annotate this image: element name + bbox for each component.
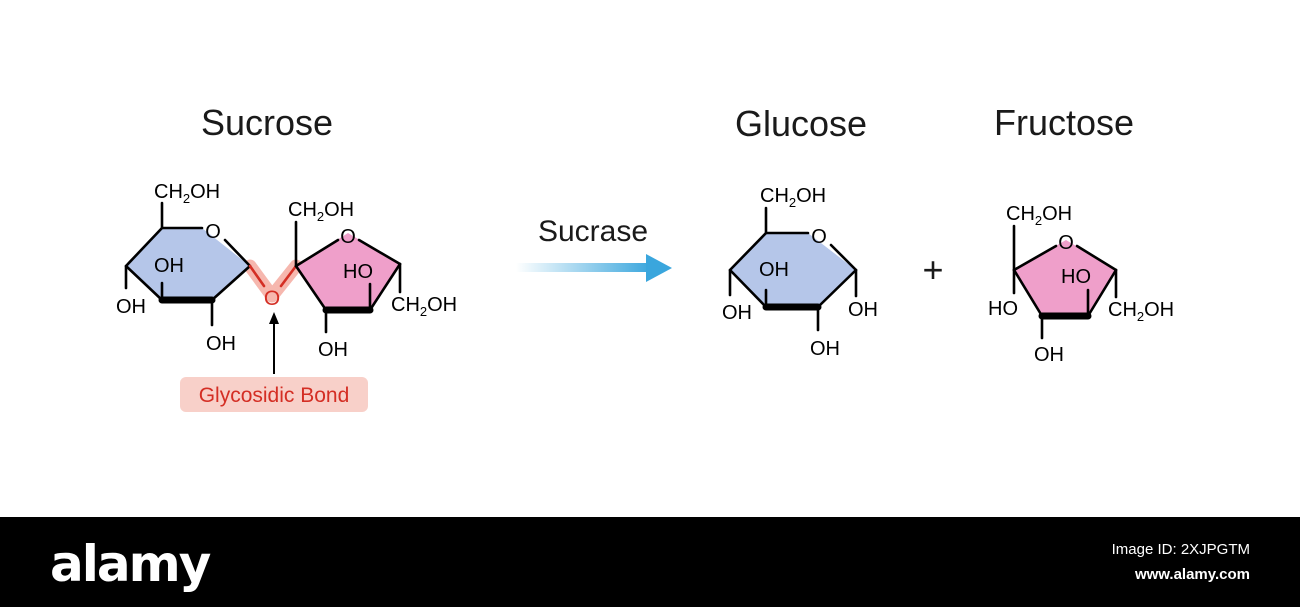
fructose-ho-left: HO [988, 298, 1018, 320]
enzyme-label: Sucrase [538, 215, 648, 248]
glucose-oh-c4: OH [722, 302, 752, 324]
reaction-arrow: Sucrase [516, 215, 672, 282]
sucrose-title: Sucrose [201, 102, 333, 143]
glycosidic-oxygen: O [264, 287, 280, 310]
alamy-logo: alamy [50, 535, 211, 593]
sucrose-glucose-ch2oh: CH2OH [154, 181, 220, 206]
sucrose-fructose-ch2oh-top: CH2OH [288, 199, 354, 224]
sucrose-glucose-oh-c2: OH [206, 333, 236, 355]
image-id: Image ID: 2XJPGTM [1111, 541, 1250, 558]
fructose-ring [1014, 240, 1116, 316]
sucrose-fructose-ho: HO [343, 261, 373, 283]
glucose-ring-oxygen: O [811, 226, 827, 248]
glucose-oh-c1: OH [848, 299, 878, 321]
glucose-molecule: O CH2OH OH OH OH OH [722, 185, 878, 360]
diagram-canvas: Sucrose Glucose Fructose O CH2OH OH OH O… [116, 102, 1174, 412]
glucose-oh-c2: OH [810, 338, 840, 360]
fructose-oh: OH [1034, 344, 1064, 366]
fructose-ring-oxygen: O [1058, 232, 1074, 254]
fructose-ho-ring: HO [1061, 266, 1091, 288]
sucrose-glucose-oh-c3: OH [154, 255, 184, 277]
fructose-title: Fructose [994, 102, 1134, 143]
stock-footer-bar: alamy Image ID: 2XJPGTM www.alamy.com [0, 517, 1300, 607]
sucrose-fructose-ring [296, 233, 400, 310]
website-url: www.alamy.com [1134, 566, 1250, 583]
glucose-title: Glucose [735, 103, 867, 144]
fructose-molecule: O CH2OH HO HO OH CH2OH [988, 203, 1174, 366]
arrow-head [646, 254, 672, 282]
plus-sign: + [922, 249, 943, 290]
sucrose-molecule: O CH2OH OH OH OH O O CH2OH HO OH CH2OH [116, 181, 457, 412]
glucose-oh-c3: OH [759, 259, 789, 281]
sucrose-fructose-ring-oxygen: O [340, 226, 356, 248]
sucrose-glucose-oh-c4: OH [116, 296, 146, 318]
hydrolysis-diagram: Sucrose Glucose Fructose O CH2OH OH OH O… [116, 102, 1174, 412]
fructose-ch2oh-side: CH2OH [1108, 299, 1174, 324]
fructose-ch2oh-top: CH2OH [1006, 203, 1072, 228]
sucrose-glucose-ring-oxygen: O [205, 221, 221, 243]
sucrose-fructose-ch2oh-side: CH2OH [391, 294, 457, 319]
sucrose-glucose-ring [126, 228, 250, 300]
glucose-ring [730, 233, 856, 307]
glucose-ch2oh: CH2OH [760, 185, 826, 210]
glycosidic-bond-label: Glycosidic Bond [199, 384, 350, 407]
glycosidic-bond-label-box [180, 377, 368, 412]
sucrose-fructose-oh: OH [318, 339, 348, 361]
